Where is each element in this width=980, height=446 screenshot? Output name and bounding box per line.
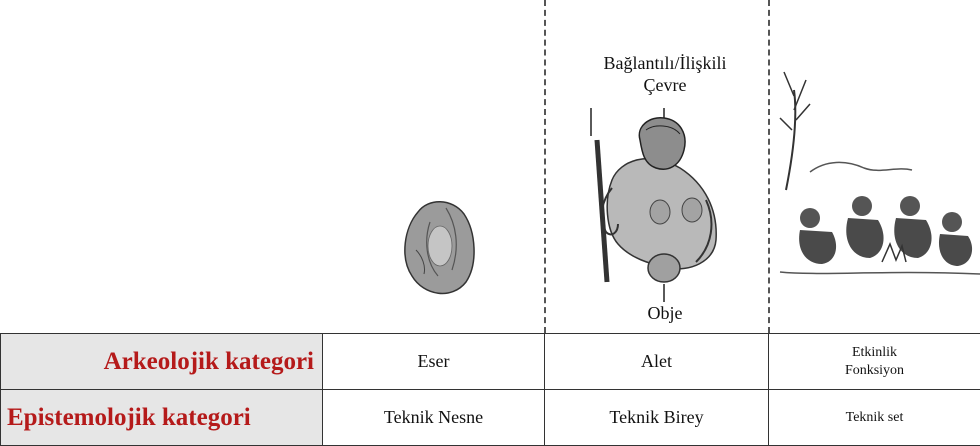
category-table: Arkeolojik kategori Eser Alet Etkinlik F… xyxy=(0,333,980,446)
artifact-cell: Eser xyxy=(323,334,545,390)
function-text: Fonksiyon xyxy=(777,362,972,380)
environment-label: Bağlantılı/İlişkili Çevre xyxy=(560,52,770,96)
dashed-separator-left xyxy=(544,0,546,333)
object-label: Obje xyxy=(560,302,770,324)
stone-artifact-illustration xyxy=(405,202,474,294)
table-row: Arkeolojik kategori Eser Alet Etkinlik F… xyxy=(1,334,980,390)
figure-with-tool-illustration xyxy=(591,108,716,302)
epistemological-category-label: Epistemolojik kategori xyxy=(1,390,323,446)
technical-object-cell: Teknik Nesne xyxy=(323,390,545,446)
campfire-scene-illustration xyxy=(780,72,980,274)
activity-text: Etkinlik xyxy=(777,344,972,362)
illustrations xyxy=(0,0,980,333)
activity-function-cell: Etkinlik Fonksiyon xyxy=(769,334,980,390)
environment-label-line1: Bağlantılı/İlişkili xyxy=(560,52,770,74)
archaeological-category-label: Arkeolojik kategori xyxy=(1,334,323,390)
tool-cell: Alet xyxy=(545,334,769,390)
environment-label-line2: Çevre xyxy=(560,74,770,96)
table-row: Epistemolojik kategori Teknik Nesne Tekn… xyxy=(1,390,980,446)
technical-individual-cell: Teknik Birey xyxy=(545,390,769,446)
dashed-separator-right xyxy=(768,0,770,333)
technical-set-cell: Teknik set xyxy=(769,390,980,446)
